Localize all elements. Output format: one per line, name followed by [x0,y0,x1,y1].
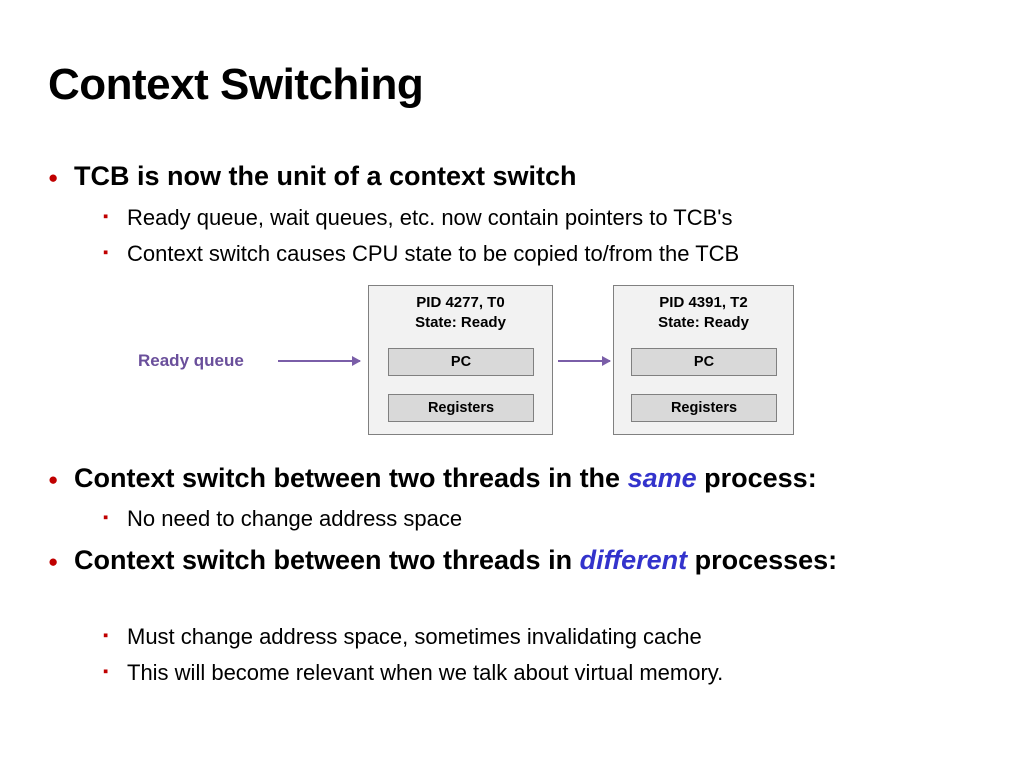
bullet-text-4-before: Context switch between two threads in th… [74,463,628,493]
bullet-text-8: This will become relevant when we talk a… [127,660,724,685]
tcb-1-field-pc: PC [388,348,534,376]
page-title: Context Switching [48,60,424,109]
arrow-tcb1-to-tcb2-icon [558,356,611,366]
tcb-1-state: State: Ready [415,313,506,331]
tcb-1-pid: PID 4277, T0 [416,294,505,311]
bullet-text-1: TCB is now the unit of a context switch [74,161,577,191]
bullet-square-marker-icon: ▪ [103,244,109,261]
bullet-text-6-after: processes: [687,545,838,575]
bullet-text-4: Context switch between two threads in th… [74,462,817,495]
tcb-1-field-registers: Registers [388,394,534,422]
bullet-marker-icon: ● [48,552,59,571]
tcb-2-pid: PID 4391, T2 [659,294,748,311]
bullet-square-marker-icon: ▪ [103,208,109,225]
bullet-item-1: ● TCB is now the unit of a context switc… [48,160,948,193]
bullet-item-4: ● Context switch between two threads in … [48,462,988,495]
bullet-text-3: Context switch causes CPU state to be co… [127,241,740,266]
bullet-item-2: ▪ Ready queue, wait queues, etc. now con… [103,204,983,232]
bullet-square-marker-icon: ▪ [103,509,109,526]
bullet-text-4-emphasis: same [627,463,697,493]
tcb-2-field-registers: Registers [631,394,777,422]
bullet-item-8: ▪ This will become relevant when we talk… [103,659,983,687]
bullet-marker-icon: ● [48,470,59,489]
bullet-square-marker-icon: ▪ [103,663,109,680]
tcb-2-field-pc: PC [631,348,777,376]
bullet-text-6: Context switch between two threads in di… [74,544,837,577]
bullet-item-5: ▪ No need to change address space [103,505,983,533]
bullet-text-6-before: Context switch between two threads in [74,545,580,575]
tcb-2-state: State: Ready [658,313,749,331]
arrow-queue-to-tcb1-icon [278,356,361,366]
bullet-item-6: ● Context switch between two threads in … [48,544,878,577]
bullet-item-7: ▪ Must change address space, sometimes i… [103,623,983,651]
bullet-marker-icon: ● [48,168,59,187]
bullet-text-6-emphasis: different [579,545,688,575]
bullet-text-5: No need to change address space [127,506,463,531]
bullet-item-3: ▪ Context switch causes CPU state to be … [103,240,983,268]
bullet-text-7: Must change address space, sometimes inv… [127,624,702,649]
ready-queue-label: Ready queue [138,351,244,370]
bullet-square-marker-icon: ▪ [103,627,109,644]
bullet-text-2: Ready queue, wait queues, etc. now conta… [127,205,733,230]
bullet-text-4-after: process: [696,463,817,493]
